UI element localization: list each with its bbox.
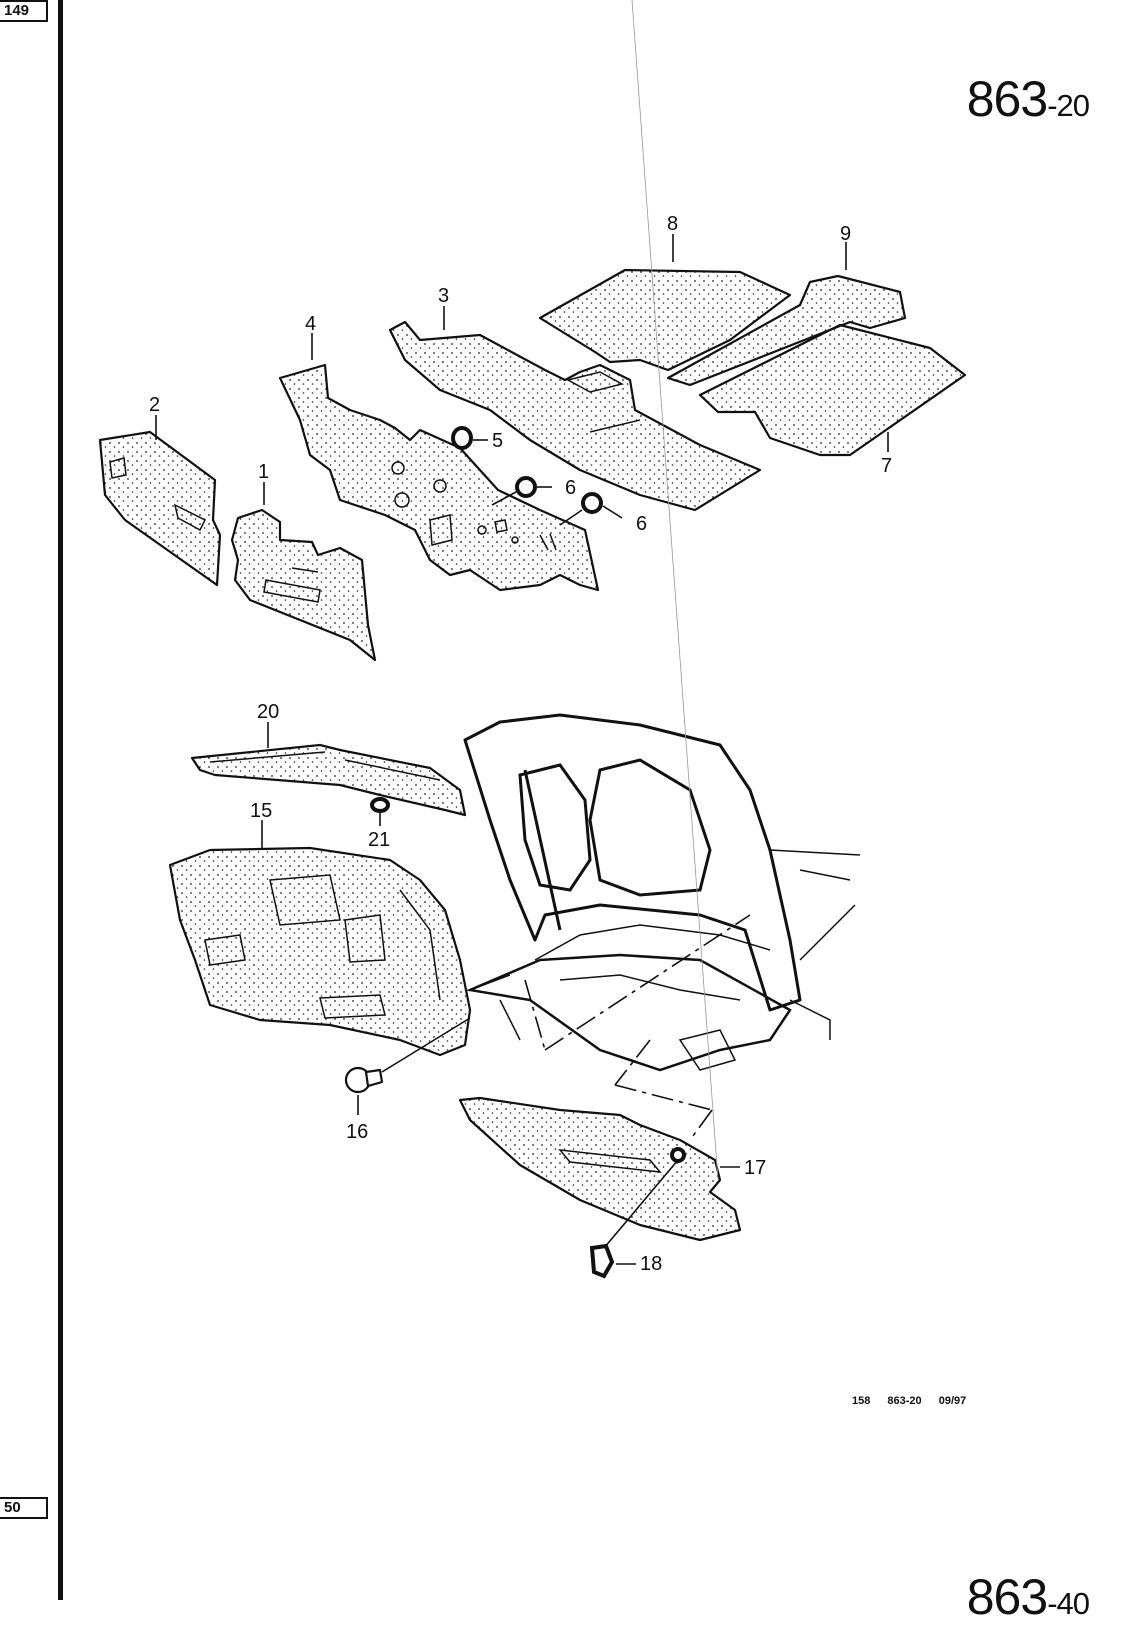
part-17-side-insulation [458, 1096, 742, 1242]
next-page-number-main: 863 [966, 1569, 1048, 1625]
part-8-floor-mat [538, 268, 792, 372]
callout-15: 15 [250, 800, 272, 822]
part-18-clip [589, 1159, 679, 1279]
callout-3: 3 [438, 285, 449, 307]
part-6-grommets [491, 476, 623, 526]
part-3-floor-insulation [388, 320, 762, 512]
callout-6a: 6 [565, 477, 576, 499]
side-tab-bottom: 50 [0, 1497, 48, 1519]
part-5-grommet [451, 426, 488, 450]
next-page-number: 863-40 [966, 1568, 1090, 1626]
callout-8: 8 [667, 213, 678, 235]
callout-21: 21 [368, 829, 390, 851]
callout-16: 16 [346, 1121, 368, 1143]
part-16-push-pin [344, 1017, 471, 1115]
callout-labels: 1 2 3 4 5 6 6 7 8 9 15 16 17 18 20 21 [149, 213, 892, 1275]
callout-7: 7 [881, 455, 892, 477]
binding-margin-line [58, 0, 63, 1600]
part-4-firewall-insulation [278, 363, 600, 592]
callout-leader-lines [155, 234, 889, 848]
next-page-number-suffix: -40 [1047, 1586, 1090, 1621]
part-9-strip [666, 274, 907, 387]
part-21-clip [370, 797, 390, 826]
part-1-panel [230, 508, 377, 662]
page-number-main: 863 [966, 71, 1048, 127]
car-front-open-hood [463, 713, 861, 1141]
part-2-panel [98, 430, 222, 587]
page-number-suffix: -20 [1047, 88, 1090, 123]
callout-17: 17 [744, 1157, 766, 1179]
callout-1: 1 [258, 461, 269, 483]
callout-9: 9 [840, 223, 851, 245]
part-7-floor-mat [698, 323, 967, 457]
footer-code: 158 863-20 09/97 [852, 1395, 967, 1407]
scan-artifact-line [631, 0, 719, 1181]
callout-18: 18 [640, 1253, 662, 1275]
callout-5: 5 [492, 430, 503, 452]
callout-6b: 6 [636, 513, 647, 535]
callout-4: 4 [305, 313, 316, 335]
callout-2: 2 [149, 394, 160, 416]
part-15-hood-insulation [168, 846, 472, 1057]
side-tab-top: 149 [0, 0, 48, 22]
page-number: 863-20 [966, 70, 1090, 128]
callout-20: 20 [257, 701, 279, 723]
part-20-cowl-strip [190, 743, 467, 817]
